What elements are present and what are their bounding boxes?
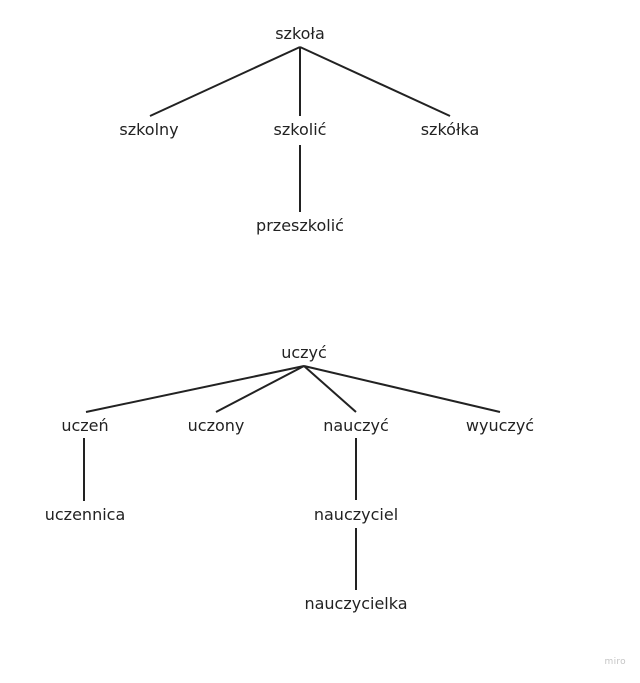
node-szkola: szkoła bbox=[275, 24, 325, 43]
node-szkolny: szkolny bbox=[119, 120, 179, 139]
miro-watermark: miro bbox=[604, 657, 626, 667]
node-nauczycielka: nauczycielka bbox=[304, 594, 408, 613]
node-wyuczyc: wyuczyć bbox=[465, 416, 535, 435]
edge-uczyc-uczony bbox=[215, 365, 305, 413]
node-przeszkolic: przeszkolić bbox=[256, 216, 344, 235]
node-szkolka: szkółka bbox=[420, 120, 480, 139]
node-uczony: uczony bbox=[187, 416, 245, 435]
edge-uczyc-uczen bbox=[85, 365, 305, 413]
edge-szkola-szkolny bbox=[149, 46, 301, 117]
edge-uczyc-nauczyc bbox=[303, 365, 357, 413]
node-uczennica: uczennica bbox=[44, 505, 126, 524]
node-szkolic: szkolić bbox=[273, 120, 327, 139]
edge-szkola-szkolka bbox=[299, 46, 451, 117]
node-uczyc: uczyć bbox=[281, 343, 327, 362]
edge-uczyc-wyuczyc bbox=[303, 365, 501, 413]
node-nauczyc: nauczyć bbox=[323, 416, 389, 435]
node-nauczyciel: nauczyciel bbox=[313, 505, 399, 524]
node-uczen: uczeń bbox=[61, 416, 109, 435]
